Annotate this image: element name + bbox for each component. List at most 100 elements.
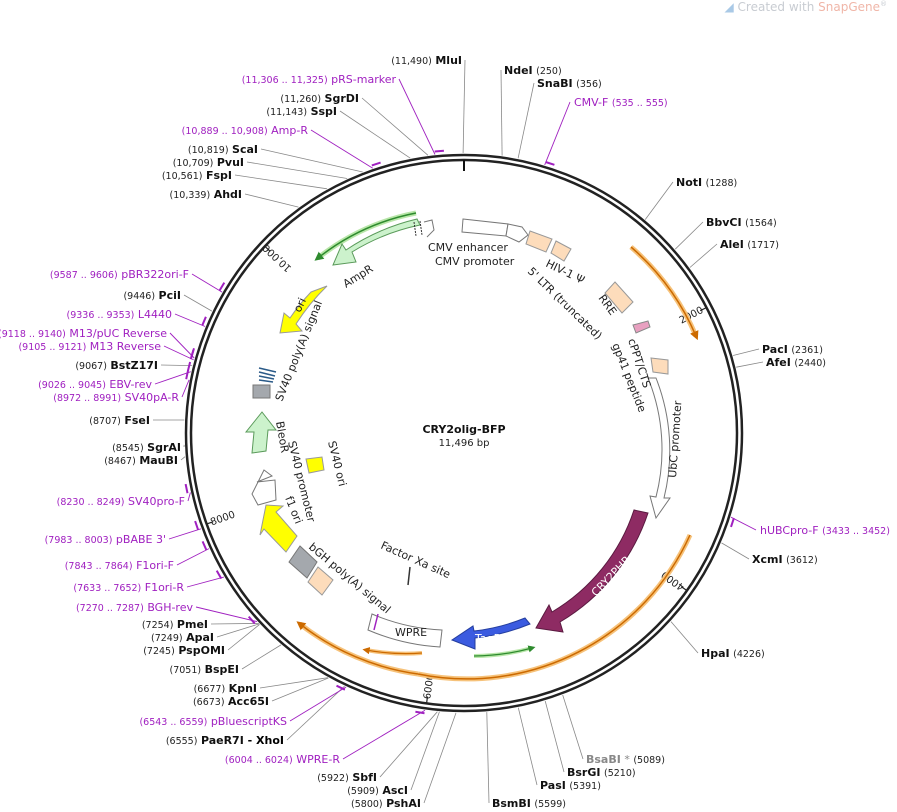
orange-arc-wpre-core [362,647,423,655]
primer-leader-line [169,332,195,359]
scale-tick [265,246,271,252]
enzyme-name: PciI [159,289,181,302]
primer-site-mark [247,615,256,625]
primer-name: M13/pUC Reverse [69,327,167,340]
primer-site-mark [545,161,555,166]
enzyme-position: (7051) [169,665,201,676]
scale-tick [207,521,214,525]
feature-sv40-polya-marks [258,367,277,383]
green-arc-tagbfp-core [473,645,536,657]
enzyme-leader-line [674,221,704,250]
enzyme-name: FseI [124,414,150,427]
enzyme-name: BspEI [205,663,239,676]
enzyme-label: (5909) AscI [347,784,408,797]
enzyme-name: HpaI [701,647,730,660]
primer-label: (11,306 .. 11,325) pRS-marker [242,73,397,86]
primer-range: (9118 .. 9140) [0,329,66,340]
primer-leader-line [181,379,190,398]
enzyme-position: (10,819) [188,145,229,156]
enzyme-name: ScaI [232,143,258,156]
primer-site-mark [201,316,207,326]
feature-label-ampr: AmpR [341,262,376,291]
primer-name: pRS-marker [331,73,396,86]
enzyme-name: XcmI [752,553,783,566]
primer-leader-line [168,528,202,540]
enzyme-leader-line [286,685,345,741]
scale-tick [680,586,687,591]
primer-site-mark [189,349,195,360]
primer-site-mark [434,149,444,153]
enzyme-name: Acc65I [228,695,269,708]
enzyme-name: NotI [676,176,702,189]
feature-hiv-psi-shape [525,230,553,253]
enzyme-label: BsrGI (5210) [567,766,636,779]
feature-label-wpre: WPRE [395,626,427,639]
enzyme-position: (356) [576,79,602,90]
enzyme-position: (7254) [142,620,174,631]
primer-range: (3433 .. 3452) [822,526,890,537]
primer-leader-line [544,101,571,166]
feature-label-tagbfp: TagBFP [474,632,514,645]
primer-label: CMV-F (535 .. 555) [574,96,668,109]
enzyme-name: PasI [540,779,566,792]
enzyme-position: (9446) [123,291,155,302]
enzyme-name: BbvCI [706,216,742,229]
enzyme-leader-line [160,364,193,366]
enzyme-name: SbfI [352,771,377,784]
enzyme-label: (11,260) SgrDI [280,92,359,105]
enzyme-leader-line [246,161,348,179]
enzyme-label: PacI (2361) [762,343,823,356]
enzyme-position: (1288) [706,178,738,189]
enzyme-leader-line [241,644,282,670]
primer-range: (9105 .. 9121) [18,342,86,353]
enzyme-position: (8707) [89,416,121,427]
primer-site-mark [184,483,189,494]
enzyme-label: (10,339) AhdI [170,188,242,201]
enzyme-leader-line [462,59,466,154]
enzyme-label: (5800) PshAI [351,797,421,810]
enzyme-leader-line [410,711,440,791]
enzyme-position: (8545) [112,443,144,454]
enzyme-leader-line [544,700,565,773]
enzyme-label: (9067) BstZ17I [75,359,158,372]
green-arc-ampr-core [314,212,417,261]
orange-arc-bottom [417,533,693,682]
scale-tick-label: 6000 [422,673,436,700]
leader-lines [153,59,764,804]
primer-leader-line [163,345,194,361]
primer-label: (9336 .. 9353) L4440 [67,308,172,321]
feature-cppt-shape [650,357,669,375]
enzyme-leader-line [227,624,260,651]
enzyme-name: NdeI [504,64,533,77]
enzyme-position: (250) [536,66,562,77]
enzyme-leader-line [361,97,429,156]
primer-range: (8230 .. 8249) [57,497,125,508]
enzyme-position: (6555) [166,736,198,747]
primer-range: (7843 .. 7864) [65,561,133,572]
enzyme-position: (5391) [569,781,601,792]
primer-leader-line [187,492,191,502]
enzyme-position: (5210) [604,768,636,779]
primer-label: (7983 .. 8003) pBABE 3' [45,533,166,546]
primer-name: EBV-rev [109,378,152,391]
feature-f1ori-shape [259,504,298,553]
enzyme-name: PvuI [217,156,244,169]
primer-range: (10,889 .. 10,908) [182,126,268,137]
primer-name: pBR322ori-F [121,268,189,281]
ampr-hook [423,219,435,238]
feature-cmv-enhancer-shape [461,218,509,237]
enzyme-label: PasI (5391) [540,779,601,792]
enzyme-label: AfeI (2440) [766,356,826,369]
enzyme-position: (5909) [347,786,379,797]
primer-label: (7270 .. 7287) BGH-rev [76,601,194,614]
enzyme-leader-line [244,193,299,208]
feature-ubc-shape [647,377,671,520]
enzyme-label: (7249) ApaI [151,631,214,644]
enzyme-label: BsmBI (5599) [492,797,566,810]
enzyme-name: KpnI [229,682,257,695]
primer-range: (9336 .. 9353) [67,310,135,321]
enzyme-name: PmeI [177,618,208,631]
primer-range: (11,306 .. 11,325) [242,75,328,86]
enzyme-label: (9446) PciI [123,289,181,302]
